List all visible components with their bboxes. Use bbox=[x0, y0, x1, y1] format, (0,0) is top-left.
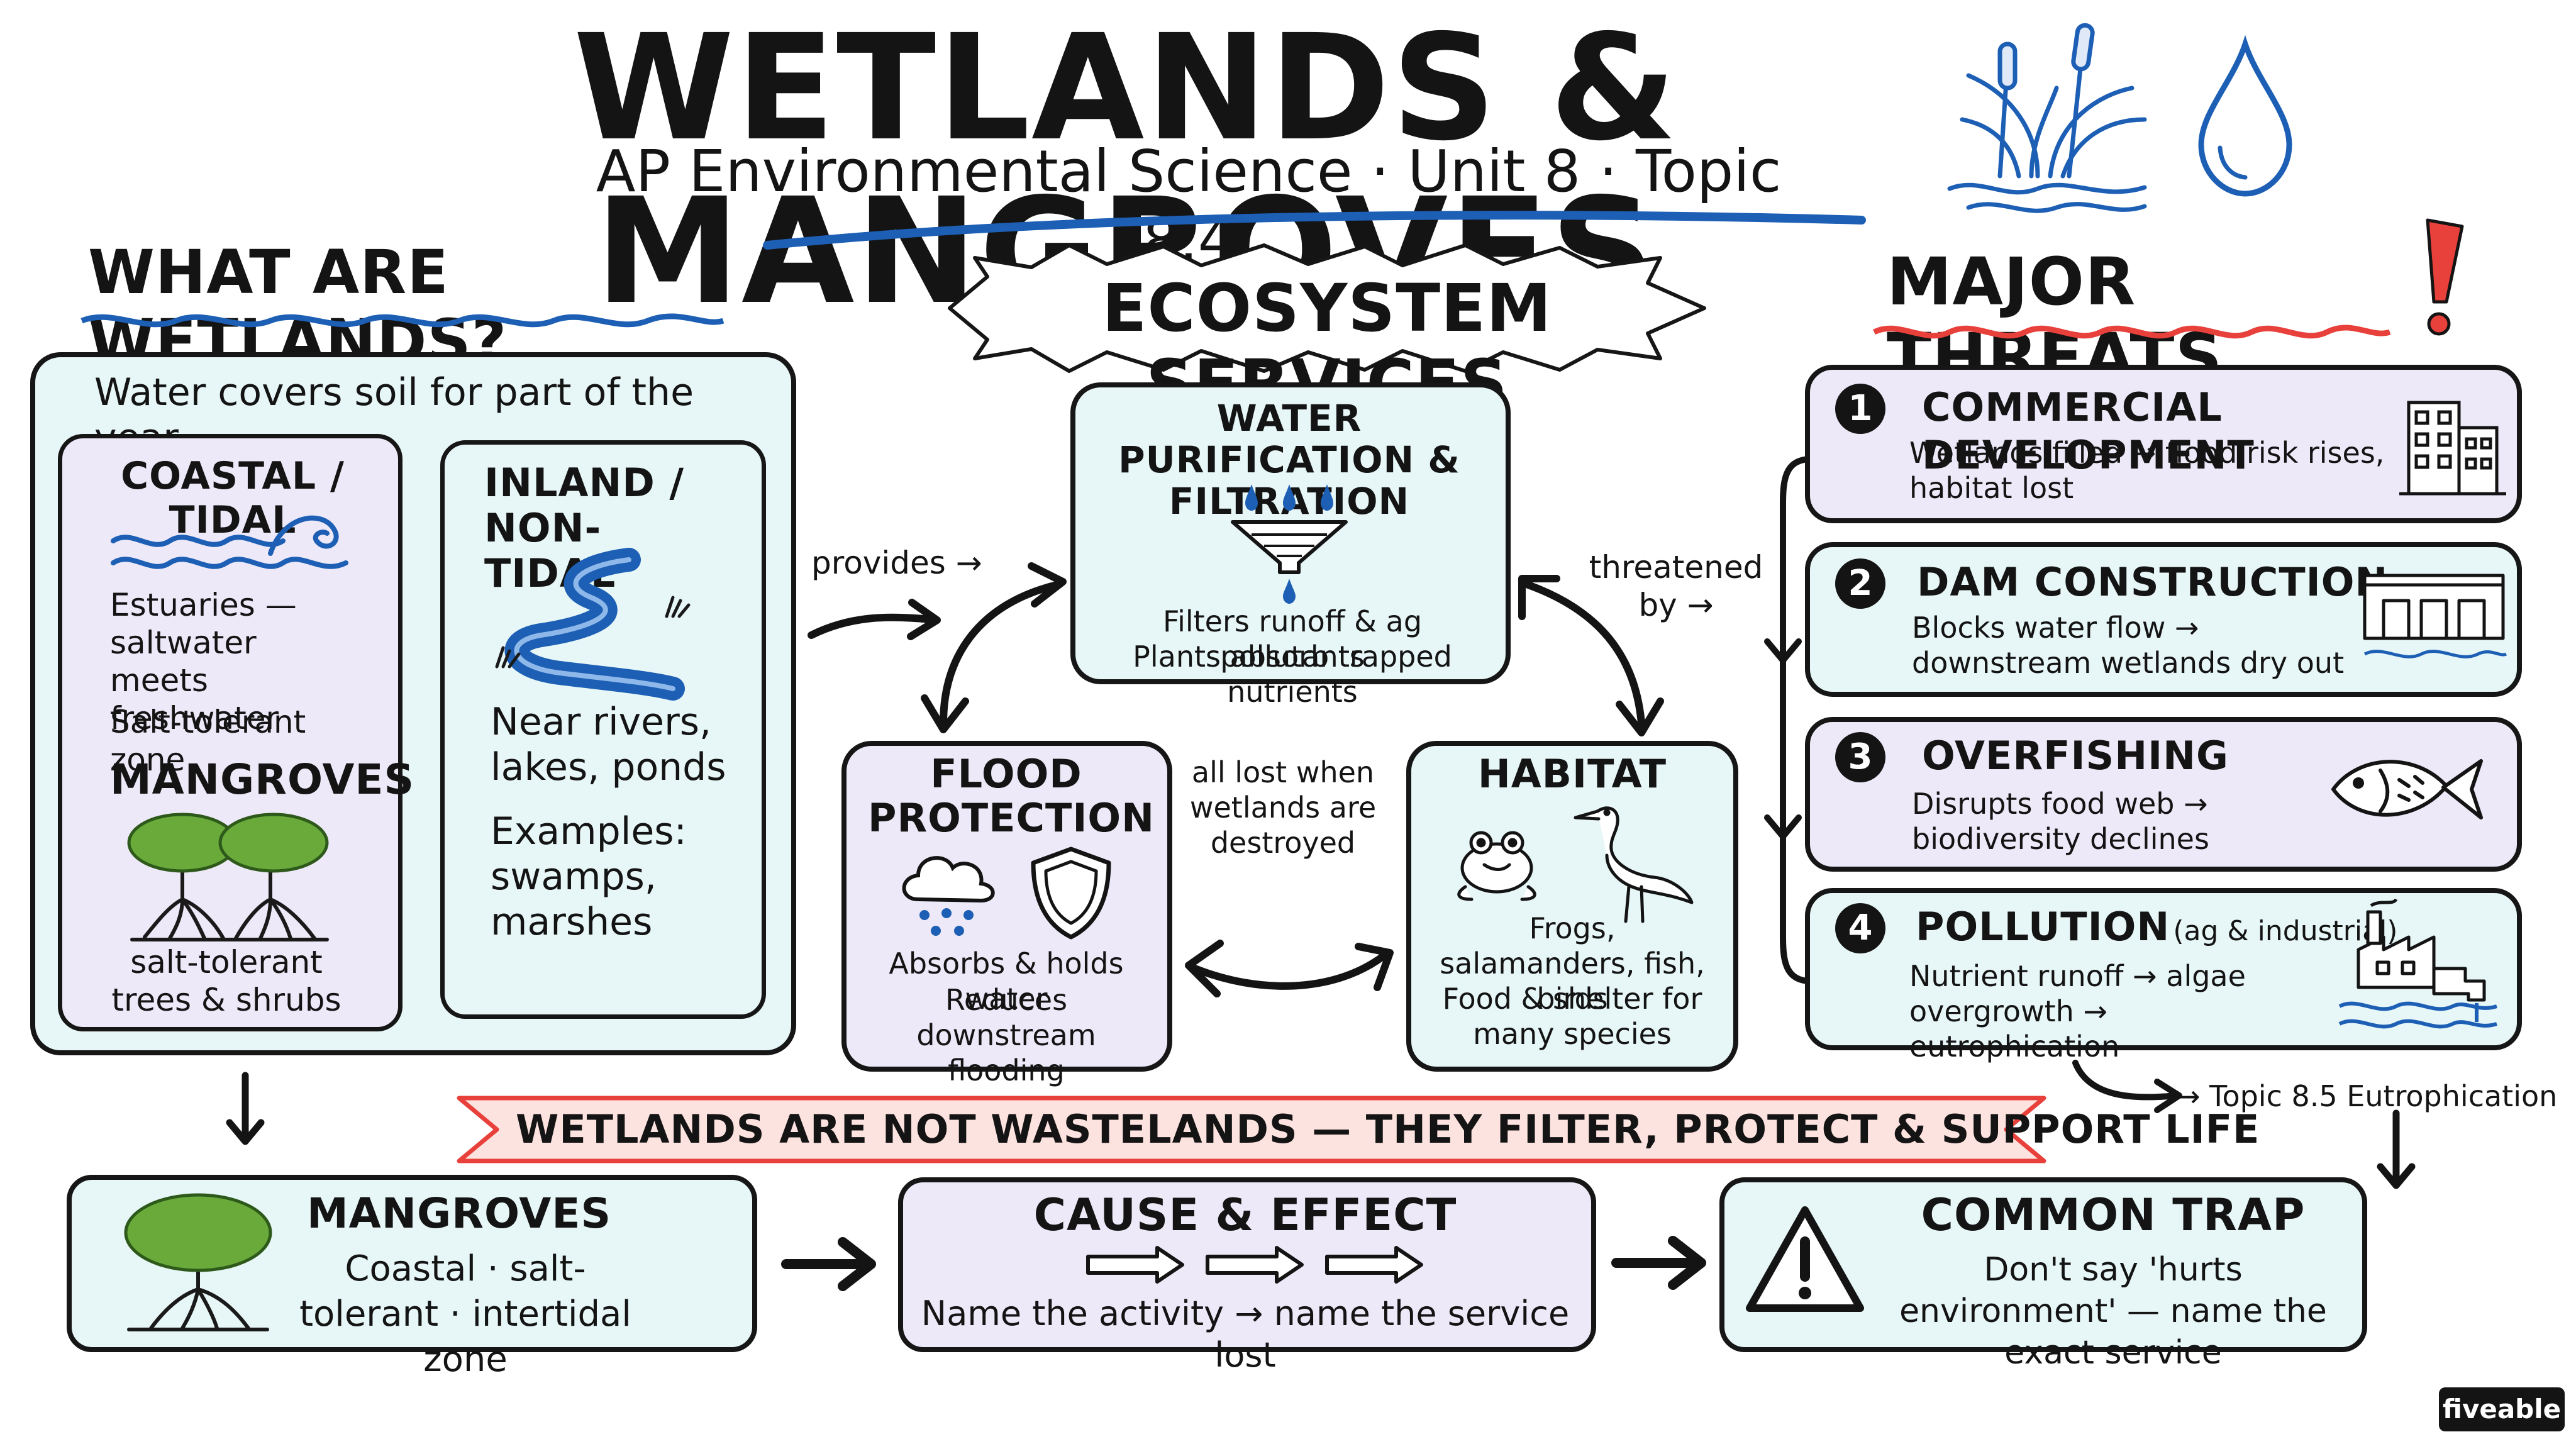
river-icon bbox=[495, 548, 691, 701]
coastal-mangroves-title: MANGROVES bbox=[110, 755, 415, 804]
threat-card-1 bbox=[1805, 365, 2522, 523]
threat-title-3: OVERFISHING bbox=[1922, 733, 2229, 779]
threat-number-badge: 3 bbox=[1835, 732, 1885, 782]
heron-icon bbox=[1574, 806, 1694, 923]
provides-arrow bbox=[808, 599, 941, 640]
water-card-title: WATER PURIFICATION & FILTRATION bbox=[1118, 397, 1460, 522]
fish-icon bbox=[2331, 759, 2483, 819]
threat-number-badge: 2 bbox=[1835, 558, 1885, 609]
title-underline bbox=[763, 211, 1866, 250]
frog-icon bbox=[1457, 831, 1536, 901]
habitat-card-line1: Frogs, salamanders, fish, birds bbox=[1440, 911, 1705, 1016]
what-heading-wave bbox=[80, 313, 724, 328]
shield-icon bbox=[1031, 847, 1111, 940]
rain-cloud-icon bbox=[902, 856, 995, 936]
topic-link-arrow bbox=[2072, 1060, 2182, 1113]
bottom-arrow-2 bbox=[1611, 1236, 1706, 1290]
threat-title-4-main: POLLUTION bbox=[1916, 904, 2170, 950]
coastal-card bbox=[58, 434, 402, 1031]
trap-down-arrow bbox=[2377, 1109, 2416, 1189]
common-trap-text: Don't say 'hurts environment' — name the… bbox=[1899, 1251, 2327, 1372]
threat-text-3: Disrupts food web → biodiversity decline… bbox=[1912, 787, 2209, 856]
flood-protection-card bbox=[841, 741, 1172, 1072]
center-note: all lost when wetlands are destroyed bbox=[1189, 755, 1377, 860]
bottom-arrow-1 bbox=[781, 1237, 876, 1291]
mangrove-tree-icon bbox=[127, 813, 329, 941]
warning-icon bbox=[1746, 1206, 1864, 1312]
triple-arrow-icon bbox=[1086, 1246, 1423, 1284]
inland-text-examples: Examples: swamps, marshes bbox=[491, 809, 687, 944]
mangrove-tree-icon bbox=[124, 1193, 272, 1331]
water-drop-icon bbox=[2198, 35, 2292, 197]
threat-text-1: Wetlands filled → flood risk rises, habi… bbox=[1909, 436, 2385, 505]
threat-title-4-note: (ag & industrial) bbox=[2173, 915, 2398, 947]
threat-number-badge: 4 bbox=[1835, 903, 1885, 953]
factory-icon bbox=[2338, 898, 2497, 1029]
habitat-card-line2: Food & shelter for many species bbox=[1442, 982, 1702, 1051]
banner-ribbon bbox=[457, 1096, 2046, 1163]
threatened-by-label: threatened by → bbox=[1589, 549, 1763, 623]
filter-funnel-icon bbox=[1231, 484, 1348, 604]
what-down-arrow bbox=[226, 1072, 265, 1145]
wave-icon bbox=[111, 515, 348, 569]
threat-title-1: COMMERCIAL DEVELOPMENT bbox=[1922, 384, 2255, 478]
building-icon bbox=[2399, 401, 2506, 496]
cause-effect-text: Name the activity → name the service los… bbox=[921, 1294, 1570, 1375]
exclamation-icon bbox=[2426, 218, 2464, 336]
inland-text-rivers: Near rivers, lakes, ponds bbox=[491, 700, 726, 789]
bottom-mangroves-title: MANGROVES bbox=[306, 1189, 612, 1238]
common-trap-title: COMMON TRAP bbox=[1921, 1189, 2306, 1241]
fiveable-logo: fiveable bbox=[2439, 1387, 2565, 1431]
cattail-icon bbox=[1947, 23, 2147, 213]
what-heading: WHAT ARE WETLANDS? bbox=[88, 237, 508, 377]
water-card-line2: Plants absorb trapped nutrients bbox=[1133, 640, 1452, 709]
coastal-text-salt-zone: Salt-tolerant zone bbox=[110, 704, 306, 778]
dam-icon bbox=[2363, 574, 2507, 658]
bottom-mangroves-text: Coastal · salt-tolerant · intertidal zon… bbox=[299, 1248, 631, 1380]
coastal-mangroves-caption: salt-tolerant trees & shrubs bbox=[111, 944, 341, 1018]
services-starburst bbox=[948, 243, 1706, 373]
threat-text-4: Nutrient runoff → algae overgrowth → eut… bbox=[1909, 959, 2246, 1063]
threat-number-badge: 1 bbox=[1835, 384, 1885, 434]
threat-title-2: DAM CONSTRUCTION bbox=[1917, 559, 2389, 605]
threats-bracket bbox=[1764, 456, 1814, 984]
coastal-text-estuaries: Estuaries — saltwater meets freshwater bbox=[110, 587, 297, 736]
banner-text: WETLANDS ARE NOT WASTELANDS — THEY FILTE… bbox=[516, 1106, 2260, 1152]
habitat-card bbox=[1406, 741, 1738, 1072]
flood-card-line1: Absorbs & holds water bbox=[889, 947, 1124, 1016]
provides-label: provides → bbox=[811, 545, 982, 581]
flood-card-line2: Reduces downstream flooding bbox=[916, 983, 1096, 1087]
coastal-title: COASTAL / TIDAL bbox=[121, 454, 345, 542]
cause-effect-title: CAUSE & EFFECT bbox=[1033, 1189, 1457, 1241]
threat-title-4: POLLUTION (ag & industrial) bbox=[1916, 903, 2397, 955]
threats-heading-wave bbox=[1872, 325, 2391, 339]
water-card-line1: Filters runoff & ag pollutants bbox=[1162, 604, 1423, 674]
inland-card bbox=[440, 440, 766, 1019]
topic-link[interactable]: → Topic 8.5 Eutrophication bbox=[2176, 1079, 2558, 1113]
threat-text-2: Blocks water flow → downstream wetlands … bbox=[1912, 611, 2345, 680]
threat-card-3 bbox=[1805, 717, 2522, 872]
flood-card-title: FLOOD PROTECTION bbox=[868, 751, 1155, 841]
habitat-card-title: HABITAT bbox=[1477, 751, 1667, 797]
